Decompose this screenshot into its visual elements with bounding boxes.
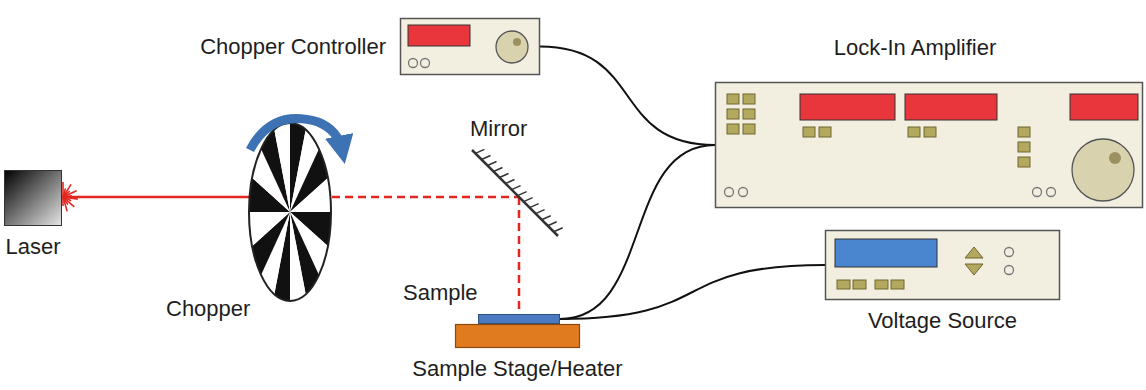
hatch-stroke [500, 174, 509, 178]
hatch-stroke [518, 192, 527, 196]
burst-ray [63, 191, 77, 197]
voltage-source: Voltage Source [825, 230, 1060, 300]
signal-cable [540, 47, 715, 146]
sample-stage-heater: Sample Stage/Heater [455, 324, 580, 348]
chopper-sector [290, 212, 306, 301]
hatch-stroke [536, 210, 545, 214]
chopper-wheel [249, 123, 331, 301]
hatch-stroke [494, 168, 503, 172]
hatch-stroke [542, 216, 551, 220]
device-label: Voltage Source [868, 308, 1017, 333]
chopper-controller: Chopper Controller [400, 18, 540, 75]
lock-in-amplifier-drawing [715, 82, 1143, 208]
lock-in-amplifier: Lock-In Amplifier [715, 82, 1143, 208]
hatch-stroke [530, 204, 539, 208]
rotation-arrow [250, 119, 342, 151]
hatch-stroke [524, 198, 533, 202]
mirror-hatch [475, 149, 562, 231]
voltage-source-drawing [825, 230, 1060, 300]
device-label: Sample [403, 280, 478, 305]
sample-drawing [478, 314, 560, 324]
hatch-stroke [475, 149, 484, 153]
chopped-beam [332, 196, 519, 199]
chopper-label: Chopper [166, 296, 250, 321]
chopper-rim [249, 123, 331, 301]
laser-burst [63, 182, 78, 211]
mirror-surface [472, 150, 558, 236]
sample: Sample [478, 314, 560, 324]
device-label: Chopper Controller [200, 34, 386, 59]
device-label: Laser [5, 234, 60, 259]
hatch-stroke [506, 180, 515, 184]
device-label: Lock-In Amplifier [834, 35, 997, 60]
burst-ray [63, 197, 67, 211]
laser-head-drawing [4, 170, 62, 226]
reflected-beam [518, 197, 521, 313]
sample-stage-heater-drawing [455, 324, 580, 348]
burst-ray [62, 197, 64, 206]
hatch-stroke [488, 162, 497, 166]
laser-head: Laser [4, 170, 62, 226]
hatch-stroke [554, 228, 563, 232]
hatch-stroke [482, 156, 491, 160]
chopper-sector [290, 178, 331, 212]
chopper-sector [274, 123, 290, 212]
hatch-stroke [512, 186, 521, 190]
mirror-label: Mirror [470, 116, 527, 141]
signal-cable [560, 265, 825, 319]
chopper-sector [249, 212, 290, 246]
hatch-stroke [548, 222, 557, 226]
chopper-controller-drawing [400, 18, 540, 75]
device-label: Sample Stage/Heater [412, 356, 622, 381]
